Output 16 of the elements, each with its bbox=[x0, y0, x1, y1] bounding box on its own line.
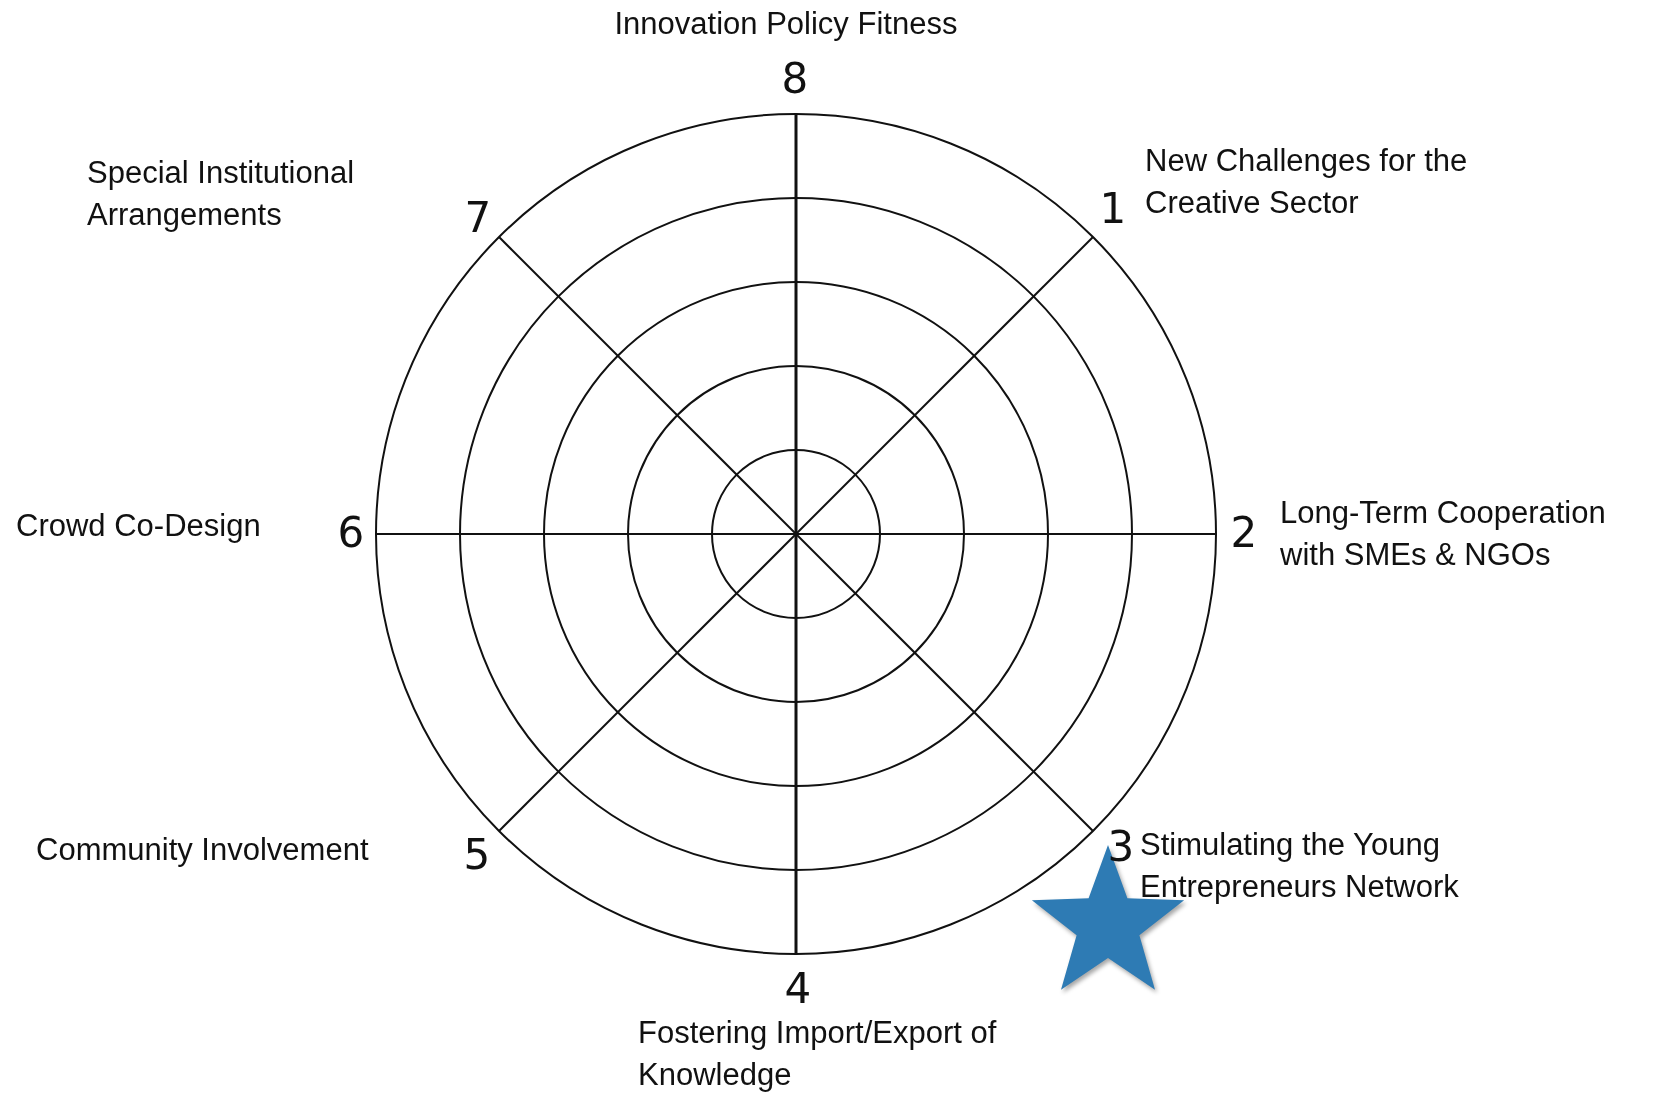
axis-number: 3 bbox=[1107, 826, 1135, 868]
axis-number: 6 bbox=[337, 512, 365, 554]
axis-label: Community Involvement bbox=[36, 831, 369, 869]
axis-label: New Challenges for the Creative Sector bbox=[1145, 142, 1469, 222]
axis-number: 5 bbox=[463, 834, 491, 876]
axis-number: 2 bbox=[1230, 512, 1258, 554]
axis-label: Long-Term Cooperation with SMEs & NGOs bbox=[1280, 494, 1607, 574]
axis-label: Fostering Import/Export of Knowledge bbox=[638, 1014, 998, 1094]
axis-label: Crowd Co-Design bbox=[16, 507, 261, 545]
axis-number: 8 bbox=[781, 58, 809, 100]
axis-label: Special Institutional Arrangements bbox=[87, 154, 356, 234]
axis-number: 1 bbox=[1099, 188, 1127, 230]
axis-label: Stimulating the Young Entrepreneurs Network bbox=[1140, 826, 1460, 906]
axis-label: Innovation Policy Fitness bbox=[614, 5, 958, 43]
axis-number: 4 bbox=[784, 968, 812, 1010]
axis-number: 7 bbox=[464, 197, 492, 239]
